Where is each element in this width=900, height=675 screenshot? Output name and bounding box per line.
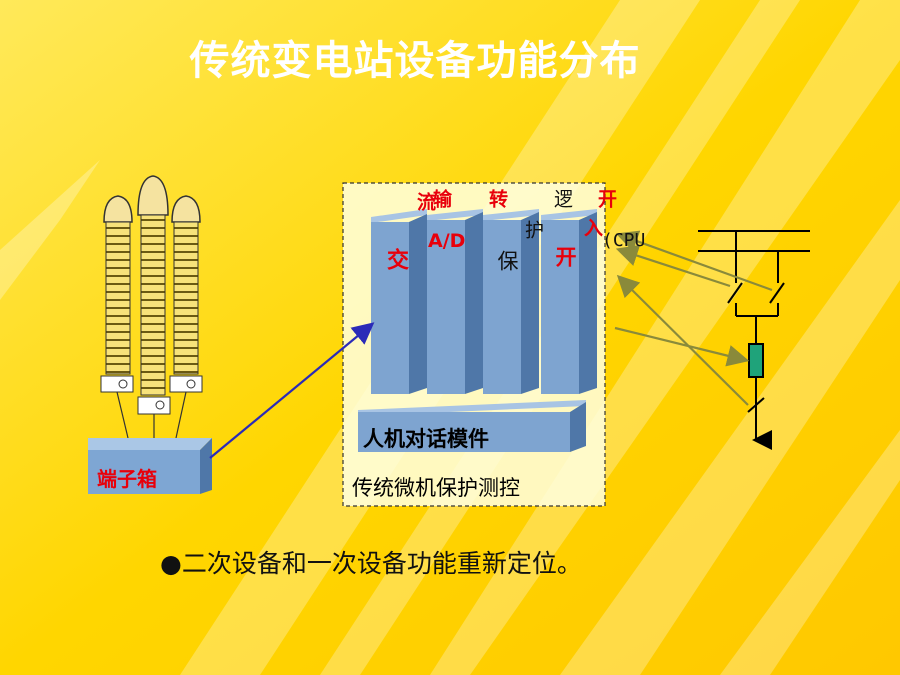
label-cpu: (CPU	[602, 230, 646, 251]
hmi-module	[358, 400, 586, 452]
slide-title: 传统变电站设备功能分布	[189, 38, 641, 84]
transformer-middle	[137, 175, 171, 415]
label-input-top: 输	[430, 189, 452, 208]
label-convert-top: 转	[486, 189, 508, 208]
label-ad: A/D	[428, 230, 466, 252]
primary-circuit	[698, 230, 810, 450]
label-protect-mid: 护	[522, 220, 544, 239]
feedback-arrows	[614, 230, 773, 406]
transformer-right	[169, 195, 203, 393]
label-open-top: 开	[595, 189, 617, 208]
terminal-box	[88, 438, 212, 494]
label-ac: 交	[383, 248, 408, 270]
terminal-box-label: 端子箱	[97, 467, 157, 491]
instrument-transformers	[100, 175, 203, 439]
frame-caption: 传统微机保护测控	[352, 476, 520, 500]
label-open: 开	[553, 246, 577, 267]
bullet-text: ●二次设备和一次设备功能重新定位。	[160, 549, 582, 578]
label-ac-top: 流	[414, 192, 436, 211]
current-transformer-resistor	[748, 343, 764, 378]
signal-arrow	[209, 322, 375, 459]
label-input-mid: 入	[581, 218, 603, 237]
hmi-module-label: 人机对话模件	[363, 427, 489, 451]
label-logic-top: 逻	[551, 189, 573, 208]
label-protect: 保	[495, 250, 519, 271]
transformer-left	[100, 195, 134, 393]
module-columns	[371, 209, 597, 394]
